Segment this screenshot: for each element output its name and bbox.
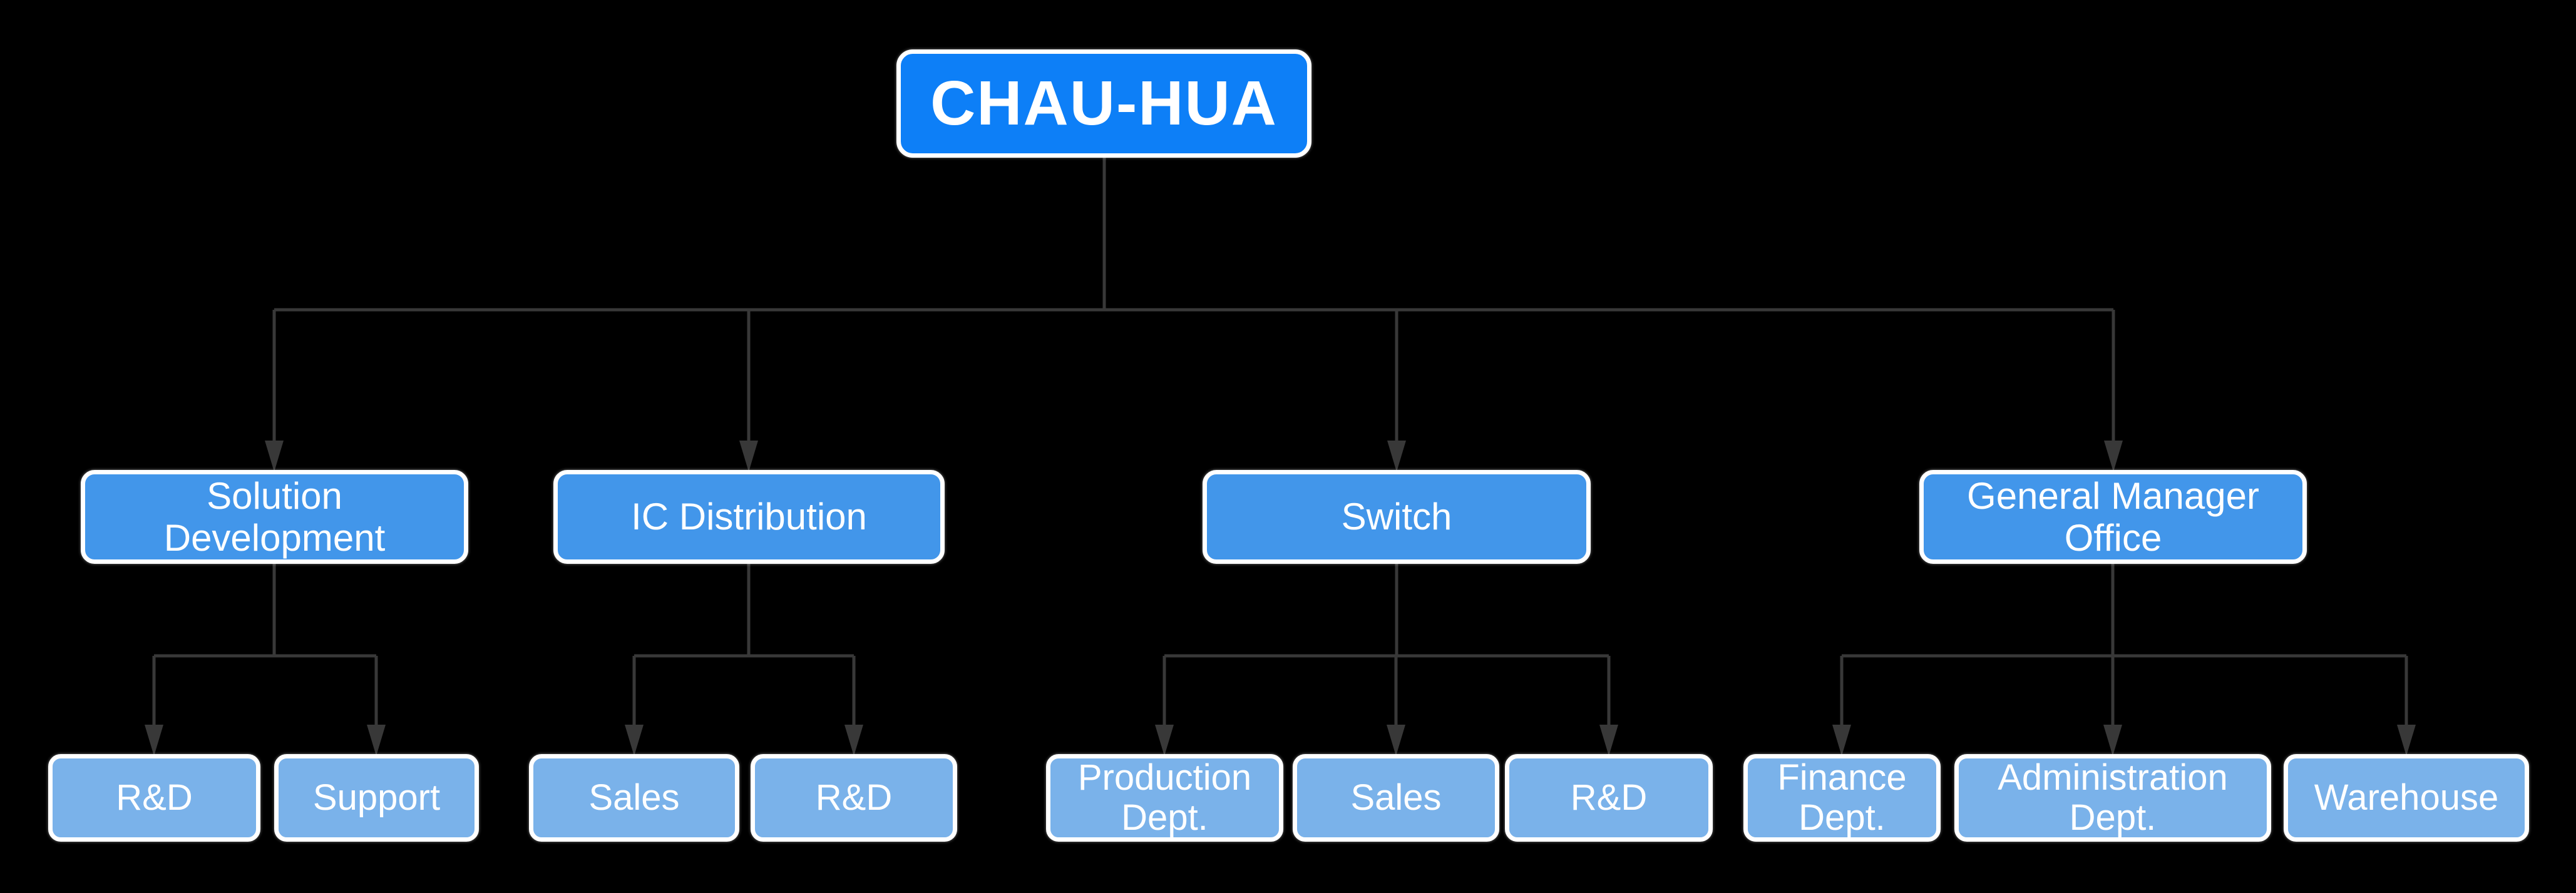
org-node-ic-rd[interactable]: R&D (751, 754, 957, 842)
arrow-down-icon (625, 725, 644, 756)
org-node-switch[interactable]: Switch (1203, 470, 1591, 564)
org-node-gm-finance-dept[interactable]: Finance Dept. (1743, 754, 1941, 842)
org-node-chau-hua[interactable]: CHAU-HUA (896, 49, 1311, 158)
org-node-sw-sales[interactable]: Sales (1293, 754, 1499, 842)
org-node-label: Warehouse (2314, 777, 2499, 819)
arrow-down-icon (265, 441, 284, 472)
org-node-label: Solution Development (163, 474, 386, 559)
org-node-sw-rd[interactable]: R&D (1505, 754, 1713, 842)
org-node-sw-production-dept[interactable]: Production Dept. (1046, 754, 1283, 842)
org-node-label: R&D (116, 777, 193, 819)
org-node-solution-development[interactable]: Solution Development (81, 470, 468, 564)
org-node-sd-support[interactable]: Support (274, 754, 479, 842)
org-node-label: General Manager Office (1967, 474, 2259, 559)
arrow-down-icon (1387, 441, 1406, 472)
org-node-label: Administration Dept. (1998, 757, 2228, 838)
arrow-down-icon (2104, 441, 2123, 472)
org-node-ic-distribution[interactable]: IC Distribution (553, 470, 945, 564)
org-node-sd-rd[interactable]: R&D (48, 754, 260, 842)
org-node-label: Support (312, 777, 441, 819)
arrow-down-icon (1832, 725, 1851, 756)
arrow-down-icon (1599, 725, 1618, 756)
arrow-down-icon (1387, 725, 1405, 756)
org-node-ic-sales[interactable]: Sales (529, 754, 739, 842)
arrow-down-icon (844, 725, 863, 756)
org-node-general-manager-office[interactable]: General Manager Office (1919, 470, 2307, 564)
arrow-down-icon (145, 725, 163, 756)
org-node-label: Finance Dept. (1777, 757, 1907, 838)
org-node-label: Sales (1350, 777, 1442, 819)
arrow-down-icon (2397, 725, 2416, 756)
org-node-label: IC Distribution (631, 496, 867, 538)
org-node-label: Sales (588, 777, 680, 819)
org-node-label: Switch (1341, 496, 1452, 538)
org-node-label: R&D (815, 777, 893, 819)
org-node-label: R&D (1570, 777, 1648, 819)
org-node-gm-administration-dept[interactable]: Administration Dept. (1954, 754, 2271, 842)
arrow-down-icon (739, 441, 758, 472)
connector-lines (152, 158, 2408, 726)
org-node-gm-warehouse[interactable]: Warehouse (2284, 754, 2529, 842)
arrow-down-icon (367, 725, 386, 756)
arrow-down-icon (2103, 725, 2122, 756)
org-node-label: Production Dept. (1077, 757, 1252, 838)
arrow-down-icon (1155, 725, 1174, 756)
org-node-label: CHAU-HUA (930, 68, 1278, 138)
